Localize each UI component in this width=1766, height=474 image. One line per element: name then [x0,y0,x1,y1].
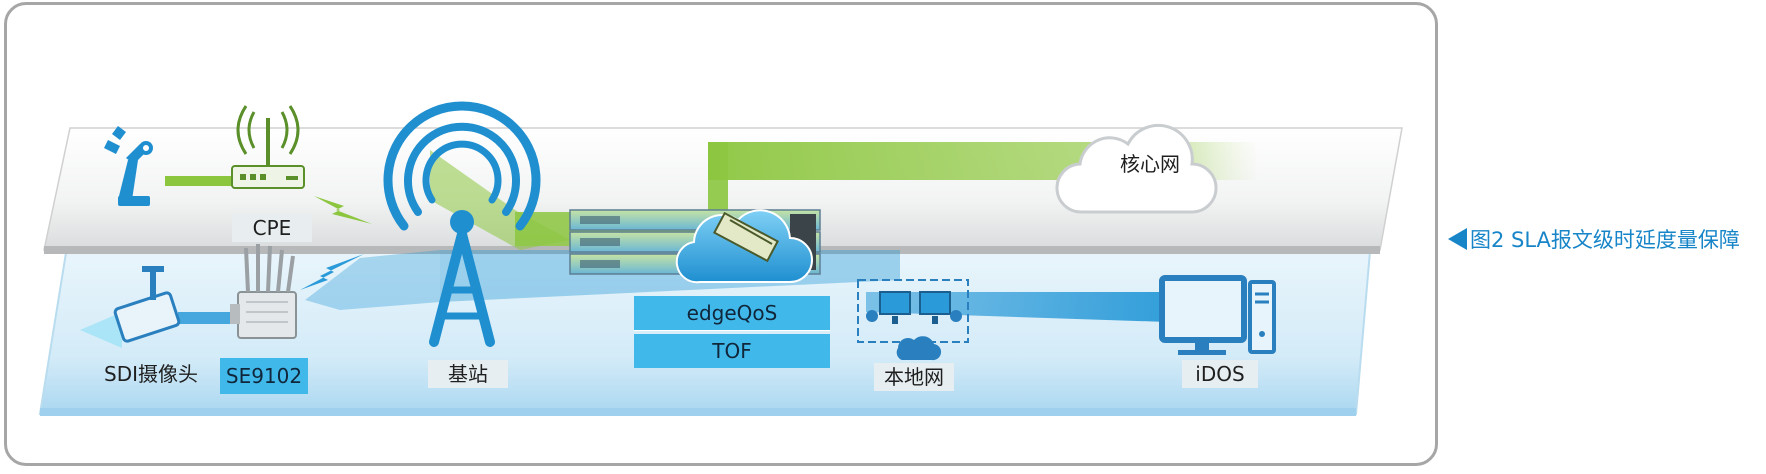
idos-label: iDOS [1182,360,1258,388]
cpe-router-icon [231,105,305,189]
robot-to-cpe-link [165,176,239,186]
caption-text: 图2 SLA报文级时延度量保障 [1470,228,1740,252]
tof-label: TOF [634,334,830,368]
local-network-icon [857,279,969,361]
cpe-label: CPE [232,214,312,242]
edgeqos-label: edgeQoS [634,296,830,331]
figure-caption: 图2 SLA报文级时延度量保障 [1448,224,1740,254]
caption-arrow-icon [1448,228,1467,250]
se9102-label: SE9102 [220,358,308,394]
idos-computer-icon [1159,275,1276,355]
base-station-label: 基站 [428,360,508,388]
base-station-icon [383,101,541,347]
wireless-signal-icon-blue [300,254,364,290]
se9102-device-icon [230,244,297,339]
cloud-gateway-icon [675,209,813,284]
local-network-label: 本地网 [874,363,954,391]
core-network-label: 核心网 [1120,152,1180,176]
diagram-frame [4,2,1438,466]
robot-arm-icon [104,126,153,206]
wireless-signal-icon-green [314,196,372,224]
sdi-camera-icon [80,266,181,348]
sdi-camera-label: SDI摄像头 [104,362,198,386]
core-network-cloud-icon [1055,123,1218,214]
